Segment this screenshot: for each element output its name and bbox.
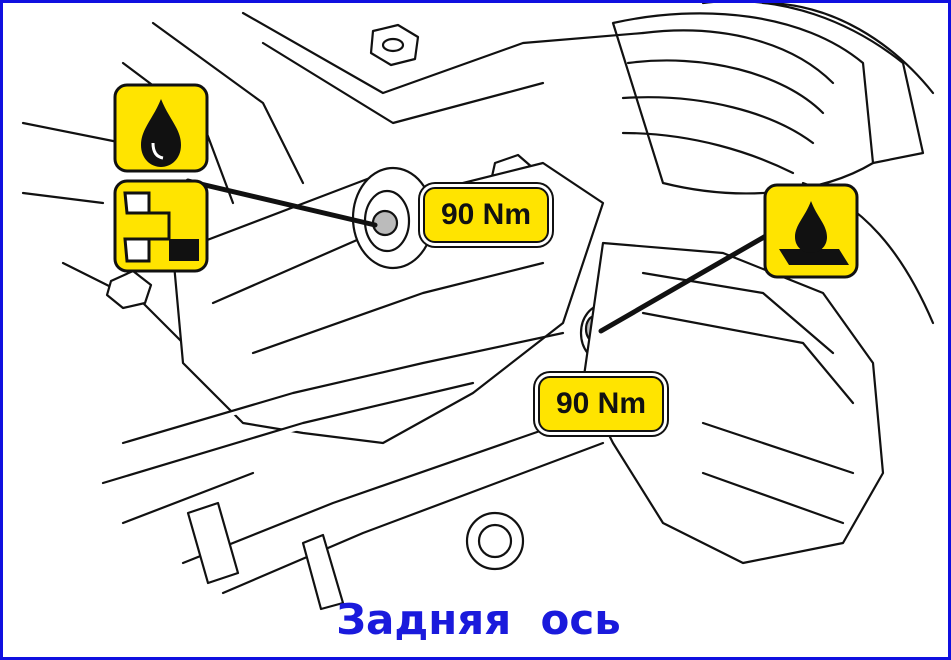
- grommet: [465, 511, 525, 571]
- callout-leaders: [185, 178, 774, 334]
- suspension-links: [101, 161, 605, 595]
- hub-housing: [581, 241, 885, 565]
- torque-badge-left: 90 Nm: [423, 187, 549, 243]
- lower-tubes: [186, 501, 345, 611]
- drive-shaft-boot: [611, 3, 935, 325]
- oil-drop-icon: [113, 83, 209, 173]
- figure-caption: Задняя ось: [336, 595, 621, 644]
- torque-badge-right: 90 Nm: [538, 376, 664, 432]
- rear-axle-illustration: [21, 3, 935, 611]
- threadlock-icon: [113, 179, 209, 273]
- sealant-drop-icon: [763, 183, 859, 279]
- bushing-left: [351, 166, 435, 270]
